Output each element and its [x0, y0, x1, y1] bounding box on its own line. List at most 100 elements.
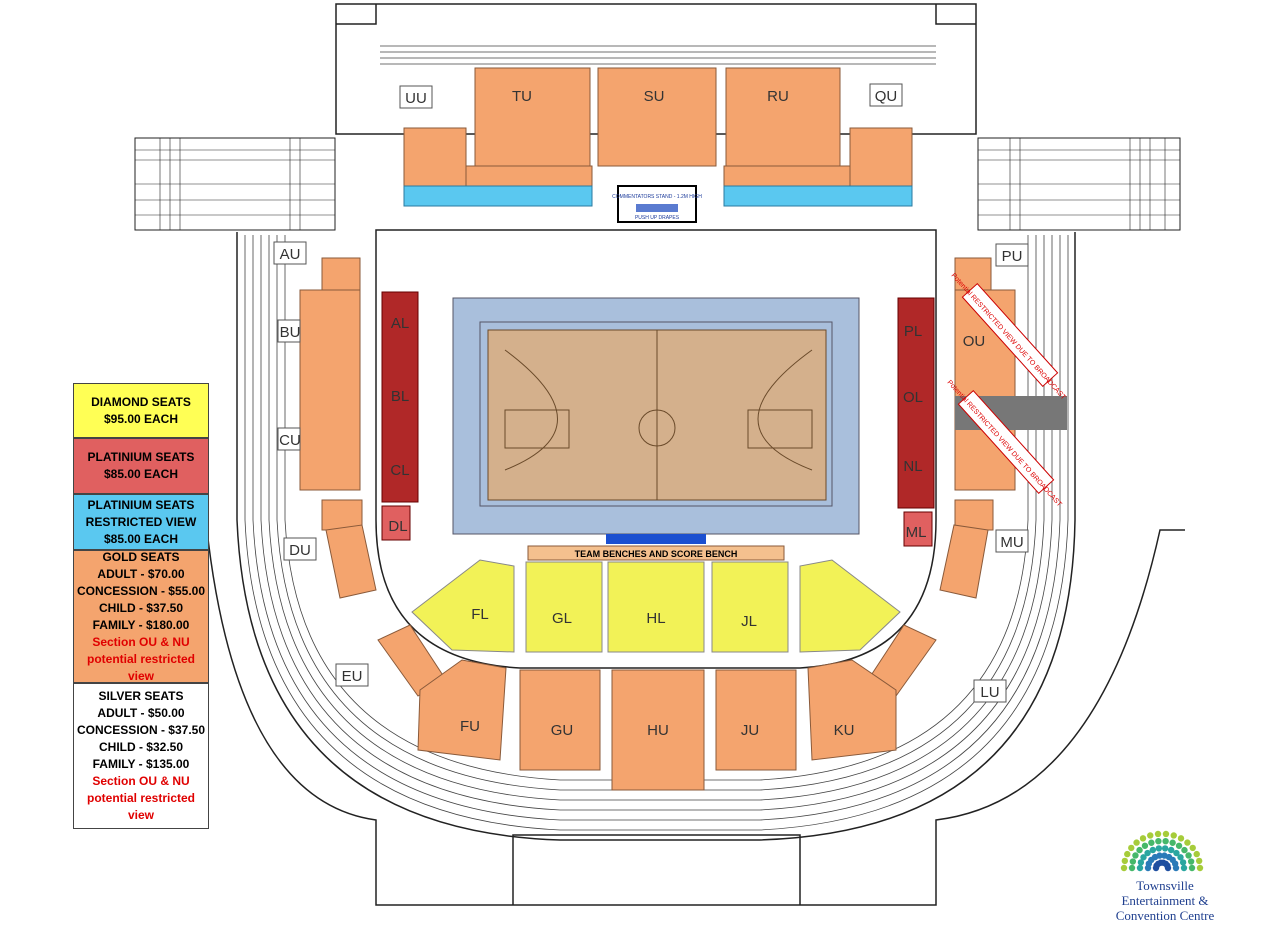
legend-platinum: PLATINIUM SEATS $85.00 EACH: [73, 438, 209, 494]
section-ru: RU: [767, 88, 789, 105]
section-pl: PL: [904, 323, 922, 340]
logo-dot: [1161, 845, 1169, 852]
logo-dot: [1177, 835, 1185, 842]
legend-line: FAMILY - $135.00: [92, 757, 190, 771]
legend-platinum-restricted: PLATINIUM SEATS RESTRICTED VIEW $85.00 EAC…: [73, 494, 209, 550]
logo-dot: [1140, 854, 1147, 861]
section-ju: JU: [741, 722, 759, 739]
logo-dot: [1184, 839, 1191, 846]
logo-dot: [1124, 850, 1131, 858]
logo-dot: [1177, 854, 1184, 861]
logo-dot: [1169, 839, 1176, 846]
brand-line-1: Townsville: [1136, 878, 1194, 893]
svg-text:EU: EU: [342, 668, 363, 685]
legend-line: $95.00 EACH: [103, 411, 179, 426]
logo-dot: [1179, 859, 1187, 866]
south-stand: [519, 669, 797, 791]
legend-line: CHILD - $32.50: [98, 740, 184, 754]
svg-text:MU: MU: [1000, 534, 1023, 551]
logo-dot: [1136, 846, 1143, 854]
logo-dot: [1181, 846, 1188, 854]
logo-dot: [1164, 864, 1172, 872]
walkways: [134, 137, 1181, 231]
legend-line: SILVER SEATS: [98, 689, 184, 703]
section-ol: OL: [903, 389, 923, 406]
legend-line: PLATINIUM SEATS: [87, 450, 195, 464]
logo-dot: [1155, 845, 1163, 852]
logo-dot: [1121, 857, 1129, 865]
logo-dot: [1148, 839, 1155, 846]
logo-dot: [1185, 852, 1192, 859]
logo-dot: [1195, 857, 1203, 865]
section-su: SU: [644, 88, 665, 105]
logo-dot: [1170, 832, 1177, 839]
legend-line: RESTRICTED VIEW: [85, 514, 197, 529]
west-stand: [299, 257, 507, 761]
logo-dot: [1147, 832, 1154, 839]
diamond-stand: [411, 559, 901, 653]
section-gu: GU: [551, 722, 574, 739]
brand-logo: [1120, 830, 1204, 872]
logo-dot: [1141, 842, 1149, 849]
section-al: AL: [391, 315, 409, 332]
legend-line: CONCESSION - $55.00: [76, 583, 206, 598]
svg-text:CU: CU: [279, 432, 301, 449]
logo-dot: [1154, 830, 1162, 838]
section-cl: CL: [390, 462, 409, 479]
section-fl: FL: [471, 606, 489, 623]
legend-note: Section OU & NU: [92, 634, 190, 649]
logo-dot: [1128, 844, 1135, 852]
legend-line: $85.00 EACH: [103, 531, 179, 546]
legend-line: $85.00 EACH: [103, 467, 179, 481]
logo-dot: [1173, 849, 1180, 857]
logo-dot: [1133, 839, 1140, 846]
svg-text:QU: QU: [875, 88, 898, 105]
section-labels: UU TU SU RU QU AU BU CU DU EU PU OU MU L…: [273, 83, 1029, 739]
legend-line: PLATINIUM SEATS: [87, 497, 195, 512]
section-gl: GL: [552, 610, 572, 627]
logo-dot: [1128, 864, 1136, 872]
section-jl: JL: [741, 613, 757, 630]
section-eu: EU: [335, 663, 369, 687]
team-benches-label: TEAM BENCHES AND SCORE BENCH: [575, 549, 738, 559]
brand-line-3: Convention Centre: [1115, 908, 1215, 923]
section-bu: BU: [277, 319, 301, 343]
section-hl: HL: [646, 610, 665, 627]
legend-note: Section OU & NU: [92, 774, 190, 788]
section-tu: TU: [512, 88, 532, 105]
logo-dot: [1132, 852, 1139, 859]
svg-text:BU: BU: [280, 324, 301, 341]
section-mu: MU: [995, 529, 1029, 553]
svg-text:PU: PU: [1002, 248, 1023, 265]
logo-dot: [1175, 842, 1183, 849]
platinum-west: [381, 291, 419, 541]
svg-text:LU: LU: [980, 684, 999, 701]
section-qu: QU: [869, 83, 903, 107]
section-nl: NL: [903, 458, 922, 475]
logo-dot: [1187, 858, 1195, 865]
court: [452, 297, 860, 544]
svg-text:DU: DU: [289, 542, 311, 559]
section-ml: ML: [906, 524, 927, 541]
section-uu: UU: [399, 85, 433, 109]
legend-note: view: [127, 808, 154, 822]
legend-note: view: [127, 668, 154, 683]
section-pu: PU: [995, 243, 1029, 267]
legend-line: DIAMOND SEATS: [91, 394, 191, 409]
logo-dot: [1156, 852, 1163, 859]
legend-diamond: DIAMOND SEATS $95.00 EACH: [73, 383, 209, 438]
logo-dot: [1193, 850, 1200, 858]
platinum-east: [897, 297, 935, 547]
section-hu: HU: [647, 722, 669, 739]
push-up-label: PUSH UP DRAPES: [635, 215, 680, 221]
logo-dot: [1155, 837, 1162, 845]
svg-text:UU: UU: [405, 90, 427, 107]
logo-dot: [1137, 859, 1145, 866]
section-ou: OU: [963, 333, 986, 350]
legend-line: FAMILY - $180.00: [92, 617, 190, 632]
logo-dot: [1167, 846, 1175, 854]
logo-dot: [1144, 849, 1151, 857]
legend-line: GOLD SEATS: [102, 549, 180, 564]
